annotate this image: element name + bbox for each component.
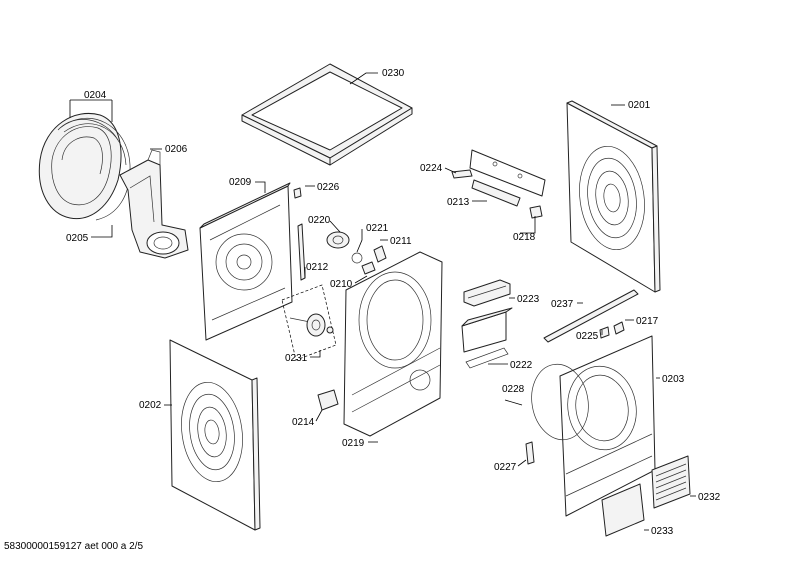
part-0205-seal-ring bbox=[59, 117, 131, 221]
label-0237: 0237 bbox=[551, 299, 574, 310]
label-0233: 0233 bbox=[651, 526, 674, 537]
part-0225-clip bbox=[599, 326, 610, 339]
part-0201-side-panel bbox=[566, 100, 661, 293]
label-0203: 0203 bbox=[662, 374, 685, 385]
part-0211-hose bbox=[373, 245, 387, 263]
leader-lines bbox=[69, 72, 696, 531]
part-0226-clip bbox=[293, 187, 302, 199]
label-0221: 0221 bbox=[366, 223, 389, 234]
part-0232-grill bbox=[651, 455, 691, 509]
part-0233-flap bbox=[601, 483, 645, 537]
part-0212-strip bbox=[297, 223, 306, 281]
label-0206: 0206 bbox=[165, 144, 188, 155]
label-0217: 0217 bbox=[636, 316, 659, 327]
part-0221-seal bbox=[351, 252, 363, 264]
label-0226: 0226 bbox=[317, 182, 340, 193]
document-footer-id: 58300000159127 aet 000 a 2/5 bbox=[4, 541, 144, 552]
label-0225: 0225 bbox=[576, 331, 599, 342]
label-0223: 0223 bbox=[517, 294, 540, 305]
label-0211: 0211 bbox=[390, 236, 412, 247]
label-0222: 0222 bbox=[510, 360, 533, 371]
part-0223-filter bbox=[463, 279, 511, 307]
label-0219: 0219 bbox=[342, 438, 365, 449]
part-0217-clip bbox=[613, 321, 625, 335]
part-labels: 0204 0206 0205 0230 0201 0224 0213 0218 … bbox=[66, 68, 721, 537]
label-0230: 0230 bbox=[382, 68, 405, 79]
part-0218-clip bbox=[529, 205, 543, 219]
part-0220-pump bbox=[326, 231, 350, 249]
part-0222-filter bbox=[461, 307, 513, 369]
label-0218: 0218 bbox=[513, 232, 536, 243]
label-0220: 0220 bbox=[308, 215, 331, 226]
label-0232: 0232 bbox=[698, 492, 721, 503]
label-0201: 0201 bbox=[628, 100, 651, 111]
part-0209-back-panel bbox=[199, 182, 293, 341]
part-0214-motor-bracket bbox=[317, 389, 339, 411]
label-0213: 0213 bbox=[447, 197, 470, 208]
label-0205: 0205 bbox=[66, 233, 89, 244]
label-0224: 0224 bbox=[420, 163, 443, 174]
label-0204: 0204 bbox=[84, 90, 107, 101]
part-0231-drum-pulley bbox=[281, 284, 337, 361]
part-0210-connector bbox=[361, 261, 376, 275]
label-0214: 0214 bbox=[292, 417, 315, 428]
label-0228: 0228 bbox=[502, 384, 525, 395]
part-0227-latch bbox=[525, 441, 535, 465]
label-0210: 0210 bbox=[330, 279, 353, 290]
part-0206-fan-housing bbox=[119, 149, 189, 259]
part-0237-rail bbox=[543, 289, 639, 343]
part-0213-bracket bbox=[469, 149, 546, 207]
part-0204-door-seal bbox=[38, 113, 122, 220]
label-0231: 0231 bbox=[285, 353, 308, 364]
label-0202: 0202 bbox=[139, 400, 162, 411]
part-0202-side-panel bbox=[169, 339, 261, 531]
label-0227: 0227 bbox=[494, 462, 517, 473]
label-0212: 0212 bbox=[306, 262, 329, 273]
part-0219-base-frame bbox=[343, 251, 443, 437]
part-0230-top-cover bbox=[241, 63, 413, 166]
label-0209: 0209 bbox=[229, 177, 252, 188]
part-0224-clip bbox=[451, 169, 473, 179]
part-0228-door-seal bbox=[531, 363, 589, 441]
